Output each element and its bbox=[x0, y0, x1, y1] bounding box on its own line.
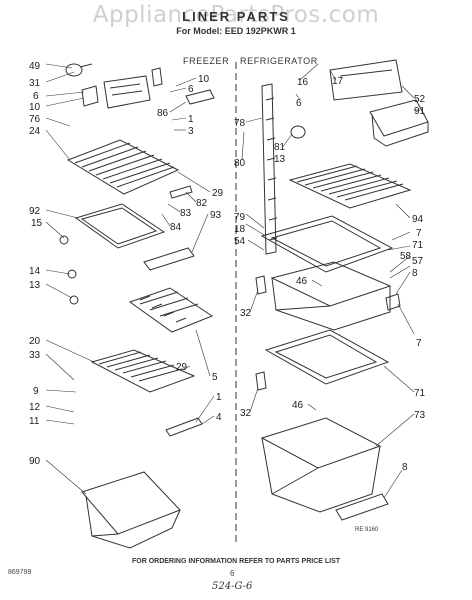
callout: 79 bbox=[234, 212, 246, 223]
callout: 71 bbox=[412, 240, 424, 251]
callout: 32 bbox=[240, 308, 252, 319]
crisper-drawer-upper bbox=[270, 261, 392, 331]
callout: 6 bbox=[296, 98, 302, 109]
callout: 46 bbox=[296, 276, 308, 287]
handwritten-note: 524-G-6 bbox=[212, 581, 253, 592]
callout: 15 bbox=[31, 218, 43, 229]
callout: 12 bbox=[29, 402, 41, 413]
model-line: For Model: EED 192PKWR 1 bbox=[176, 26, 296, 36]
refrigerator-wire-shelf bbox=[288, 163, 412, 209]
freezer-wire-shelf-lower bbox=[90, 349, 196, 393]
callout: 8 bbox=[402, 462, 408, 473]
crisper-cover-bracket bbox=[329, 59, 403, 101]
callout: 94 bbox=[412, 214, 424, 225]
freezer-bucket bbox=[81, 471, 181, 549]
freezer-tray bbox=[74, 203, 166, 249]
page-title: LINER PARTS bbox=[182, 9, 290, 24]
watermark: AppliancePartsPros.com bbox=[92, 2, 380, 28]
callout: 13 bbox=[29, 280, 41, 291]
callout: 73 bbox=[414, 410, 426, 421]
callout: 4 bbox=[216, 412, 222, 423]
section-label-freezer: FREEZER bbox=[183, 56, 230, 66]
freezer-wire-shelf-upper bbox=[66, 139, 180, 195]
light-shield bbox=[290, 125, 306, 139]
callout: 9 bbox=[33, 386, 39, 397]
freezer-callouts: 49 31 6 10 76 24 92 15 14 13 20 33 9 12 … bbox=[29, 61, 224, 467]
callout: 8 bbox=[412, 268, 418, 279]
upper-glass-shelf bbox=[260, 215, 394, 273]
callout: 7 bbox=[416, 228, 422, 239]
callout: 11 bbox=[29, 416, 40, 427]
crisper-glass-shelf bbox=[264, 329, 390, 385]
refrigerator-callouts: 16 17 6 78 80 81 13 79 18 54 46 32 46 32… bbox=[234, 76, 426, 473]
callout: 80 bbox=[234, 158, 246, 169]
callout: 13 bbox=[274, 154, 286, 165]
callout: 18 bbox=[234, 224, 246, 235]
callout: 32 bbox=[240, 408, 252, 419]
dairy-door-bin bbox=[369, 99, 429, 147]
callout: 76 bbox=[29, 114, 41, 125]
crisper-front-trim bbox=[335, 493, 389, 521]
callout: 16 bbox=[297, 77, 309, 88]
callout: 84 bbox=[170, 222, 182, 233]
callout: 54 bbox=[234, 236, 246, 247]
callout: 58 bbox=[400, 251, 412, 262]
callout: 86 bbox=[157, 108, 169, 119]
callout: 3 bbox=[188, 126, 194, 137]
callout: 57 bbox=[412, 256, 424, 267]
callout: 91 bbox=[414, 106, 426, 117]
thermostat-knob bbox=[65, 63, 93, 77]
callout: 24 bbox=[29, 126, 41, 137]
freezer-leader-lines bbox=[45, 63, 215, 495]
callout: 92 bbox=[29, 206, 41, 217]
callout: 46 bbox=[292, 400, 304, 411]
callout: 33 bbox=[29, 350, 41, 361]
freezer-control-housing bbox=[103, 75, 151, 109]
callout: 6 bbox=[33, 91, 39, 102]
callout: 71 bbox=[414, 388, 426, 399]
callout: 29 bbox=[212, 188, 224, 199]
section-label-refrigerator: REFRIGERATOR bbox=[240, 56, 318, 66]
callout: 90 bbox=[29, 456, 41, 467]
callout: 49 bbox=[29, 61, 41, 72]
callout: 10 bbox=[29, 102, 41, 113]
drawer-stop bbox=[385, 293, 401, 311]
damper-control bbox=[185, 89, 215, 105]
callout: 52 bbox=[414, 94, 426, 105]
callout: 29 bbox=[176, 362, 188, 373]
callout: 81 bbox=[274, 142, 286, 153]
callout: 1 bbox=[216, 392, 222, 403]
refrigerator-leader-lines bbox=[241, 63, 420, 499]
callout: 17 bbox=[332, 76, 344, 87]
callout: 82 bbox=[196, 198, 208, 209]
callout: 20 bbox=[29, 336, 41, 347]
revision-label: RE 9160 bbox=[355, 527, 379, 533]
callout: 5 bbox=[212, 372, 218, 383]
callout: 31 bbox=[29, 78, 41, 89]
control-bracket bbox=[81, 85, 99, 107]
callout: 78 bbox=[234, 118, 246, 129]
callout: 6 bbox=[188, 84, 194, 95]
shelf-clip bbox=[59, 235, 79, 305]
callout: 7 bbox=[416, 338, 422, 349]
ice-cube-tray bbox=[128, 287, 214, 333]
callout: 14 bbox=[29, 266, 41, 277]
ice-bin-front bbox=[143, 247, 195, 271]
light-socket bbox=[151, 67, 163, 87]
callout: 1 bbox=[188, 114, 194, 125]
callout: 83 bbox=[180, 208, 192, 219]
callout: 10 bbox=[198, 74, 210, 85]
shelf-ladder-rail bbox=[261, 83, 278, 255]
drawer-slide bbox=[255, 275, 267, 391]
crisper-drawer-lower bbox=[260, 417, 382, 513]
page-number: 6 bbox=[230, 569, 235, 578]
document-code: 869799 bbox=[8, 569, 32, 576]
callout: 93 bbox=[210, 210, 222, 221]
ordering-notice: FOR ORDERING INFORMATION REFER TO PARTS … bbox=[131, 558, 341, 565]
shelf-support bbox=[169, 185, 193, 199]
